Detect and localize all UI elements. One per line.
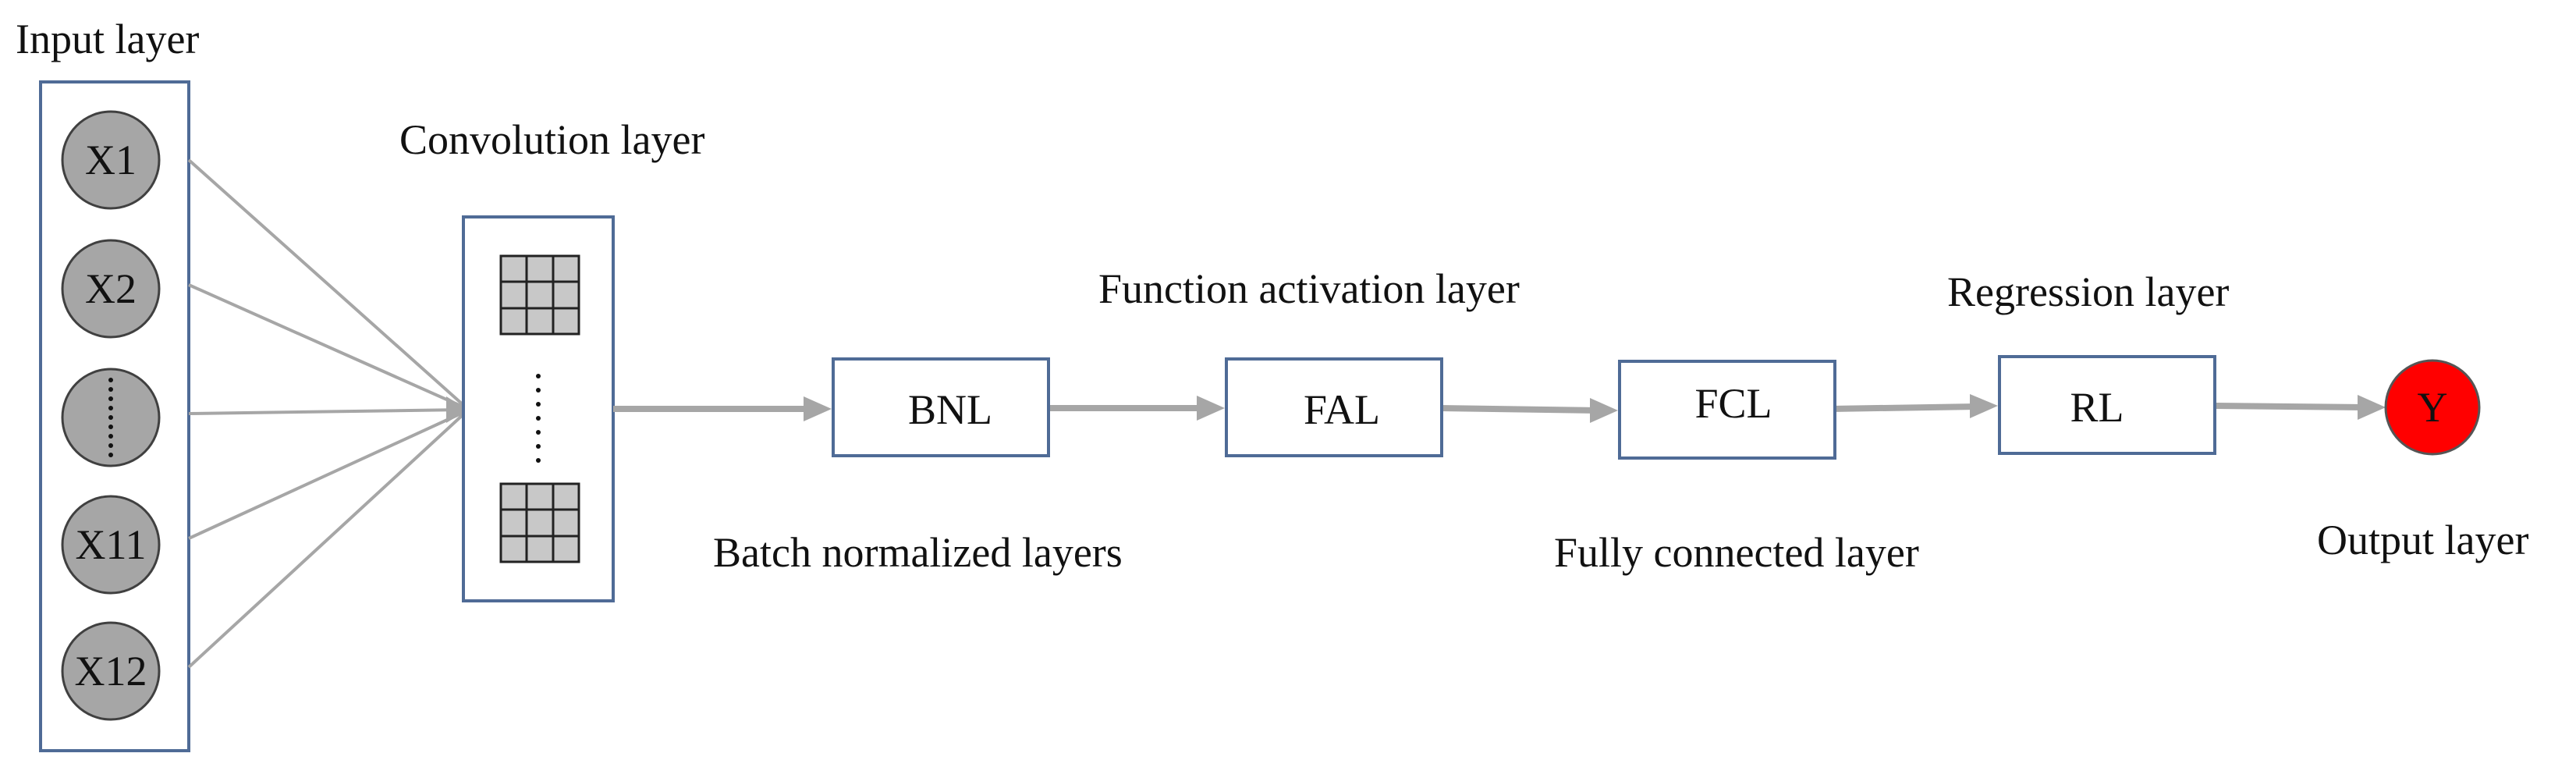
connector-x11 bbox=[188, 410, 465, 540]
arrow-fcl-to-rl bbox=[1830, 403, 1978, 412]
fal-box bbox=[1225, 357, 1443, 457]
connector-x1 bbox=[187, 158, 466, 407]
fal-caption: Function activation layer bbox=[1098, 265, 1520, 312]
input-node-x2-label: X2 bbox=[85, 265, 137, 312]
input-node-x12: X12 bbox=[61, 621, 161, 721]
bnl-box bbox=[832, 357, 1050, 457]
kernel-grid-icon-bottom bbox=[499, 482, 580, 563]
bnl-caption: Batch normalized layers bbox=[713, 529, 1123, 576]
vertical-ellipsis-icon bbox=[108, 378, 113, 457]
arrow-fal-to-fcl bbox=[1439, 405, 1598, 414]
fcl-box bbox=[1618, 360, 1836, 460]
rl-caption: Regression layer bbox=[1947, 268, 2229, 315]
fcl-label: FCL bbox=[1694, 380, 1772, 427]
rl-label: RL bbox=[2070, 384, 2124, 431]
input-node-x1-label: X1 bbox=[85, 137, 137, 183]
input-node-ellipsis bbox=[61, 368, 161, 467]
convolution-layer-title: Convolution layer bbox=[399, 116, 704, 163]
input-node-x11-label: X11 bbox=[76, 521, 147, 568]
input-layer-title: Input layer bbox=[16, 16, 199, 62]
output-layer-title: Output layer bbox=[2317, 517, 2528, 563]
connector-x12 bbox=[187, 412, 466, 669]
output-node-label: Y bbox=[2418, 384, 2448, 431]
input-node-x12-label: X12 bbox=[75, 648, 147, 695]
input-node-x2: X2 bbox=[61, 239, 161, 339]
fcl-caption: Fully connected layer bbox=[1554, 529, 1919, 576]
fal-label: FAL bbox=[1304, 386, 1380, 433]
input-connectors bbox=[187, 158, 466, 669]
vertical-ellipsis-icon bbox=[536, 374, 541, 463]
input-merge-arrowhead bbox=[446, 396, 468, 423]
connector-x2 bbox=[188, 283, 465, 409]
input-node-x11: X11 bbox=[61, 495, 161, 595]
arrow-rl-to-output bbox=[2215, 403, 2366, 410]
output-node bbox=[2384, 359, 2481, 456]
rl-box bbox=[1998, 355, 2216, 455]
flow-arrows bbox=[613, 394, 2386, 423]
bnl-label: BNL bbox=[908, 386, 992, 433]
input-node-x1: X1 bbox=[61, 110, 161, 210]
kernel-grid-icon-top bbox=[499, 254, 580, 336]
connector-dots bbox=[188, 408, 465, 415]
